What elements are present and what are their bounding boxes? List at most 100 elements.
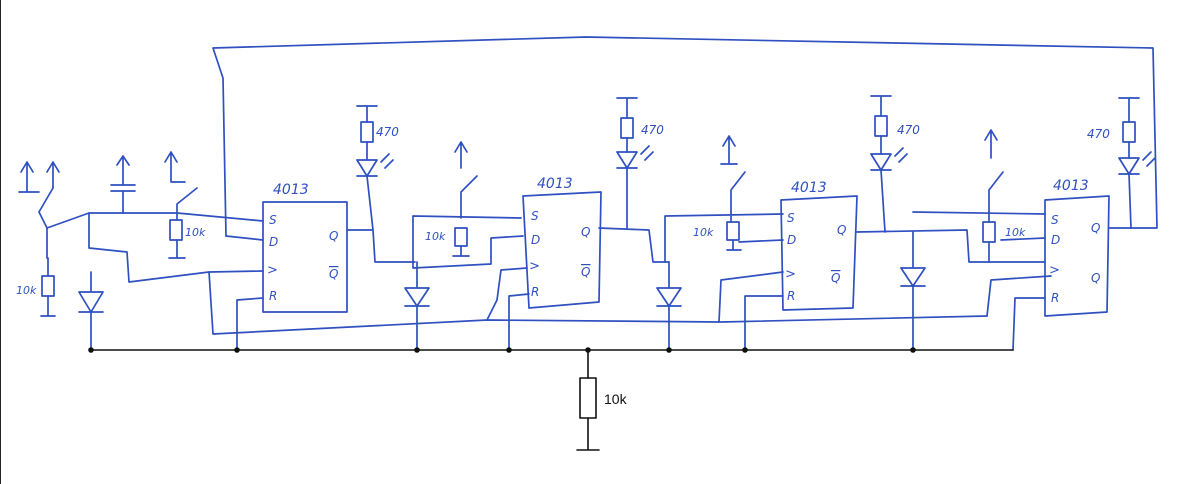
clock-bus-wire	[208, 271, 988, 335]
switch-2	[460, 175, 478, 219]
pulldown-resistor-4	[982, 221, 996, 243]
flipflop-1-d-wire	[225, 235, 264, 241]
gate-section-2: 10k	[412, 141, 524, 269]
flipflop-2-r-wire	[508, 293, 530, 351]
led-resistor-label-1: 470	[376, 125, 399, 139]
input-resistor	[41, 275, 55, 297]
flipflop-1-pin-d: D	[269, 235, 278, 249]
led-resistor-2	[620, 117, 634, 139]
pulldown-resistor-label-1: 10k	[185, 226, 206, 239]
flipflop-3-pin-r: R	[787, 289, 795, 303]
led-resistor-3	[874, 115, 888, 137]
flipflop-3-body	[780, 195, 858, 311]
flipflop-4-clock-wire	[986, 275, 1052, 317]
gate-section-4: 10k	[912, 129, 1046, 263]
flipflop-3-pin-s: S	[787, 211, 795, 225]
clock-wire-1	[88, 212, 264, 283]
flipflop-4-pin-qbar: Q	[1091, 271, 1100, 285]
diode-3	[656, 261, 682, 351]
diode-4	[900, 231, 926, 351]
flipflop-1-pin-r: R	[269, 289, 277, 303]
led-2	[616, 145, 654, 169]
led-resistor-1	[360, 121, 374, 143]
led-resistor-label-2: 470	[641, 123, 664, 137]
vdd-bar	[1118, 97, 1140, 123]
flipflop-4-pin-q: Q	[1091, 221, 1100, 235]
vdd-arrow	[984, 129, 998, 159]
vdd-arrow	[454, 141, 468, 169]
input-switch	[38, 187, 54, 259]
led-stage-3: 470	[856, 95, 1046, 351]
pulldown-resistor-label-4: 10k	[1005, 226, 1026, 239]
flipflop-2-pin-d: D	[531, 233, 540, 247]
common-resistor	[579, 377, 597, 419]
led-resistor-4	[1122, 121, 1136, 143]
flipflop-2-pin-qbar: Q	[581, 265, 590, 279]
flipflop-2-chip: 4013	[537, 176, 573, 192]
pulldown-resistor-1	[169, 219, 183, 241]
vdd-arrow	[116, 155, 130, 186]
flipflop-4-pin-clk: >	[1049, 263, 1060, 278]
common-resistor-label: 10k	[604, 391, 628, 407]
vdd-arrow	[720, 135, 738, 165]
flipflop-4: 4013 S D > R Q Q	[986, 178, 1132, 351]
flipflop-1-pin-clk: >	[267, 263, 278, 278]
flipflop-3-pin-clk: >	[785, 267, 796, 282]
flipflop-3-r-wire	[744, 295, 784, 351]
flipflop-1-pin-s: S	[269, 213, 277, 227]
led-stage-4: 470	[1087, 97, 1156, 229]
vdd-arrow	[164, 151, 186, 183]
input-section: 10k 10k	[16, 151, 264, 351]
flipflop-4-body	[1044, 195, 1110, 317]
switch-1	[176, 187, 198, 221]
led-stage-1: 470	[346, 105, 430, 351]
led-resistor-label-3: 470	[897, 123, 920, 137]
ground-bar	[576, 417, 600, 451]
vdd-arrow	[18, 161, 40, 193]
flipflop-3-pin-q: Q	[837, 223, 846, 237]
flipflop-4-pin-r: R	[1051, 291, 1059, 305]
diode-1	[78, 271, 104, 351]
diode-2	[404, 261, 430, 351]
flipflop-3-pin-qbar: Q	[831, 271, 840, 285]
flipflop-2-pin-s: S	[531, 209, 539, 223]
flipflop-2-pin-q: Q	[581, 225, 590, 239]
flipflop-2-pin-clk: >	[529, 259, 540, 274]
vdd-bar	[356, 105, 378, 123]
pulldown-resistor-label-2: 10k	[425, 230, 446, 243]
flipflop-3: 4013 S D > R Q Q	[718, 180, 858, 351]
flipflop-3-clock-wire	[718, 271, 784, 323]
flipflop-3-chip: 4013	[791, 180, 827, 196]
flipflop-1-body	[262, 201, 348, 313]
flipflop-1-r-wire	[236, 297, 264, 351]
led-3	[870, 147, 908, 171]
vdd-arrow	[46, 161, 60, 189]
switch-to-bus-wire	[46, 212, 177, 229]
flipflop-2-pin-r: R	[531, 285, 539, 299]
led-4	[1118, 151, 1156, 175]
led-resistor-label-4: 470	[1087, 127, 1110, 141]
vdd-bar	[870, 95, 892, 117]
gate-section-3: 10k	[664, 135, 784, 263]
flipflop-4-chip: 4013	[1053, 178, 1089, 194]
vdd-bar	[616, 97, 638, 119]
flipflop-4-r-wire	[1012, 297, 1046, 351]
pulldown-resistor-3	[726, 221, 740, 241]
s-input-wire-1	[176, 212, 264, 222]
flipflop-1-pin-q: Q	[329, 229, 338, 243]
flipflop-1: 4013 S D > R Q Q	[225, 182, 348, 351]
switch-3	[730, 171, 746, 213]
flipflop-1-pin-qbar: Q	[329, 267, 338, 281]
led-1	[356, 153, 394, 177]
pulldown-resistor-2	[454, 227, 468, 247]
flipflop-1-chip: 4013	[273, 182, 309, 198]
flipflop-2-body	[522, 191, 602, 309]
pulldown-resistor-label-3: 10k	[693, 226, 714, 239]
led-stage-2: 470	[598, 97, 682, 351]
flipflop-4-pin-d: D	[1051, 233, 1060, 247]
input-capacitor	[110, 184, 136, 214]
flipflop-4-pin-s: S	[1051, 213, 1059, 227]
feedback-wire	[212, 36, 1158, 237]
